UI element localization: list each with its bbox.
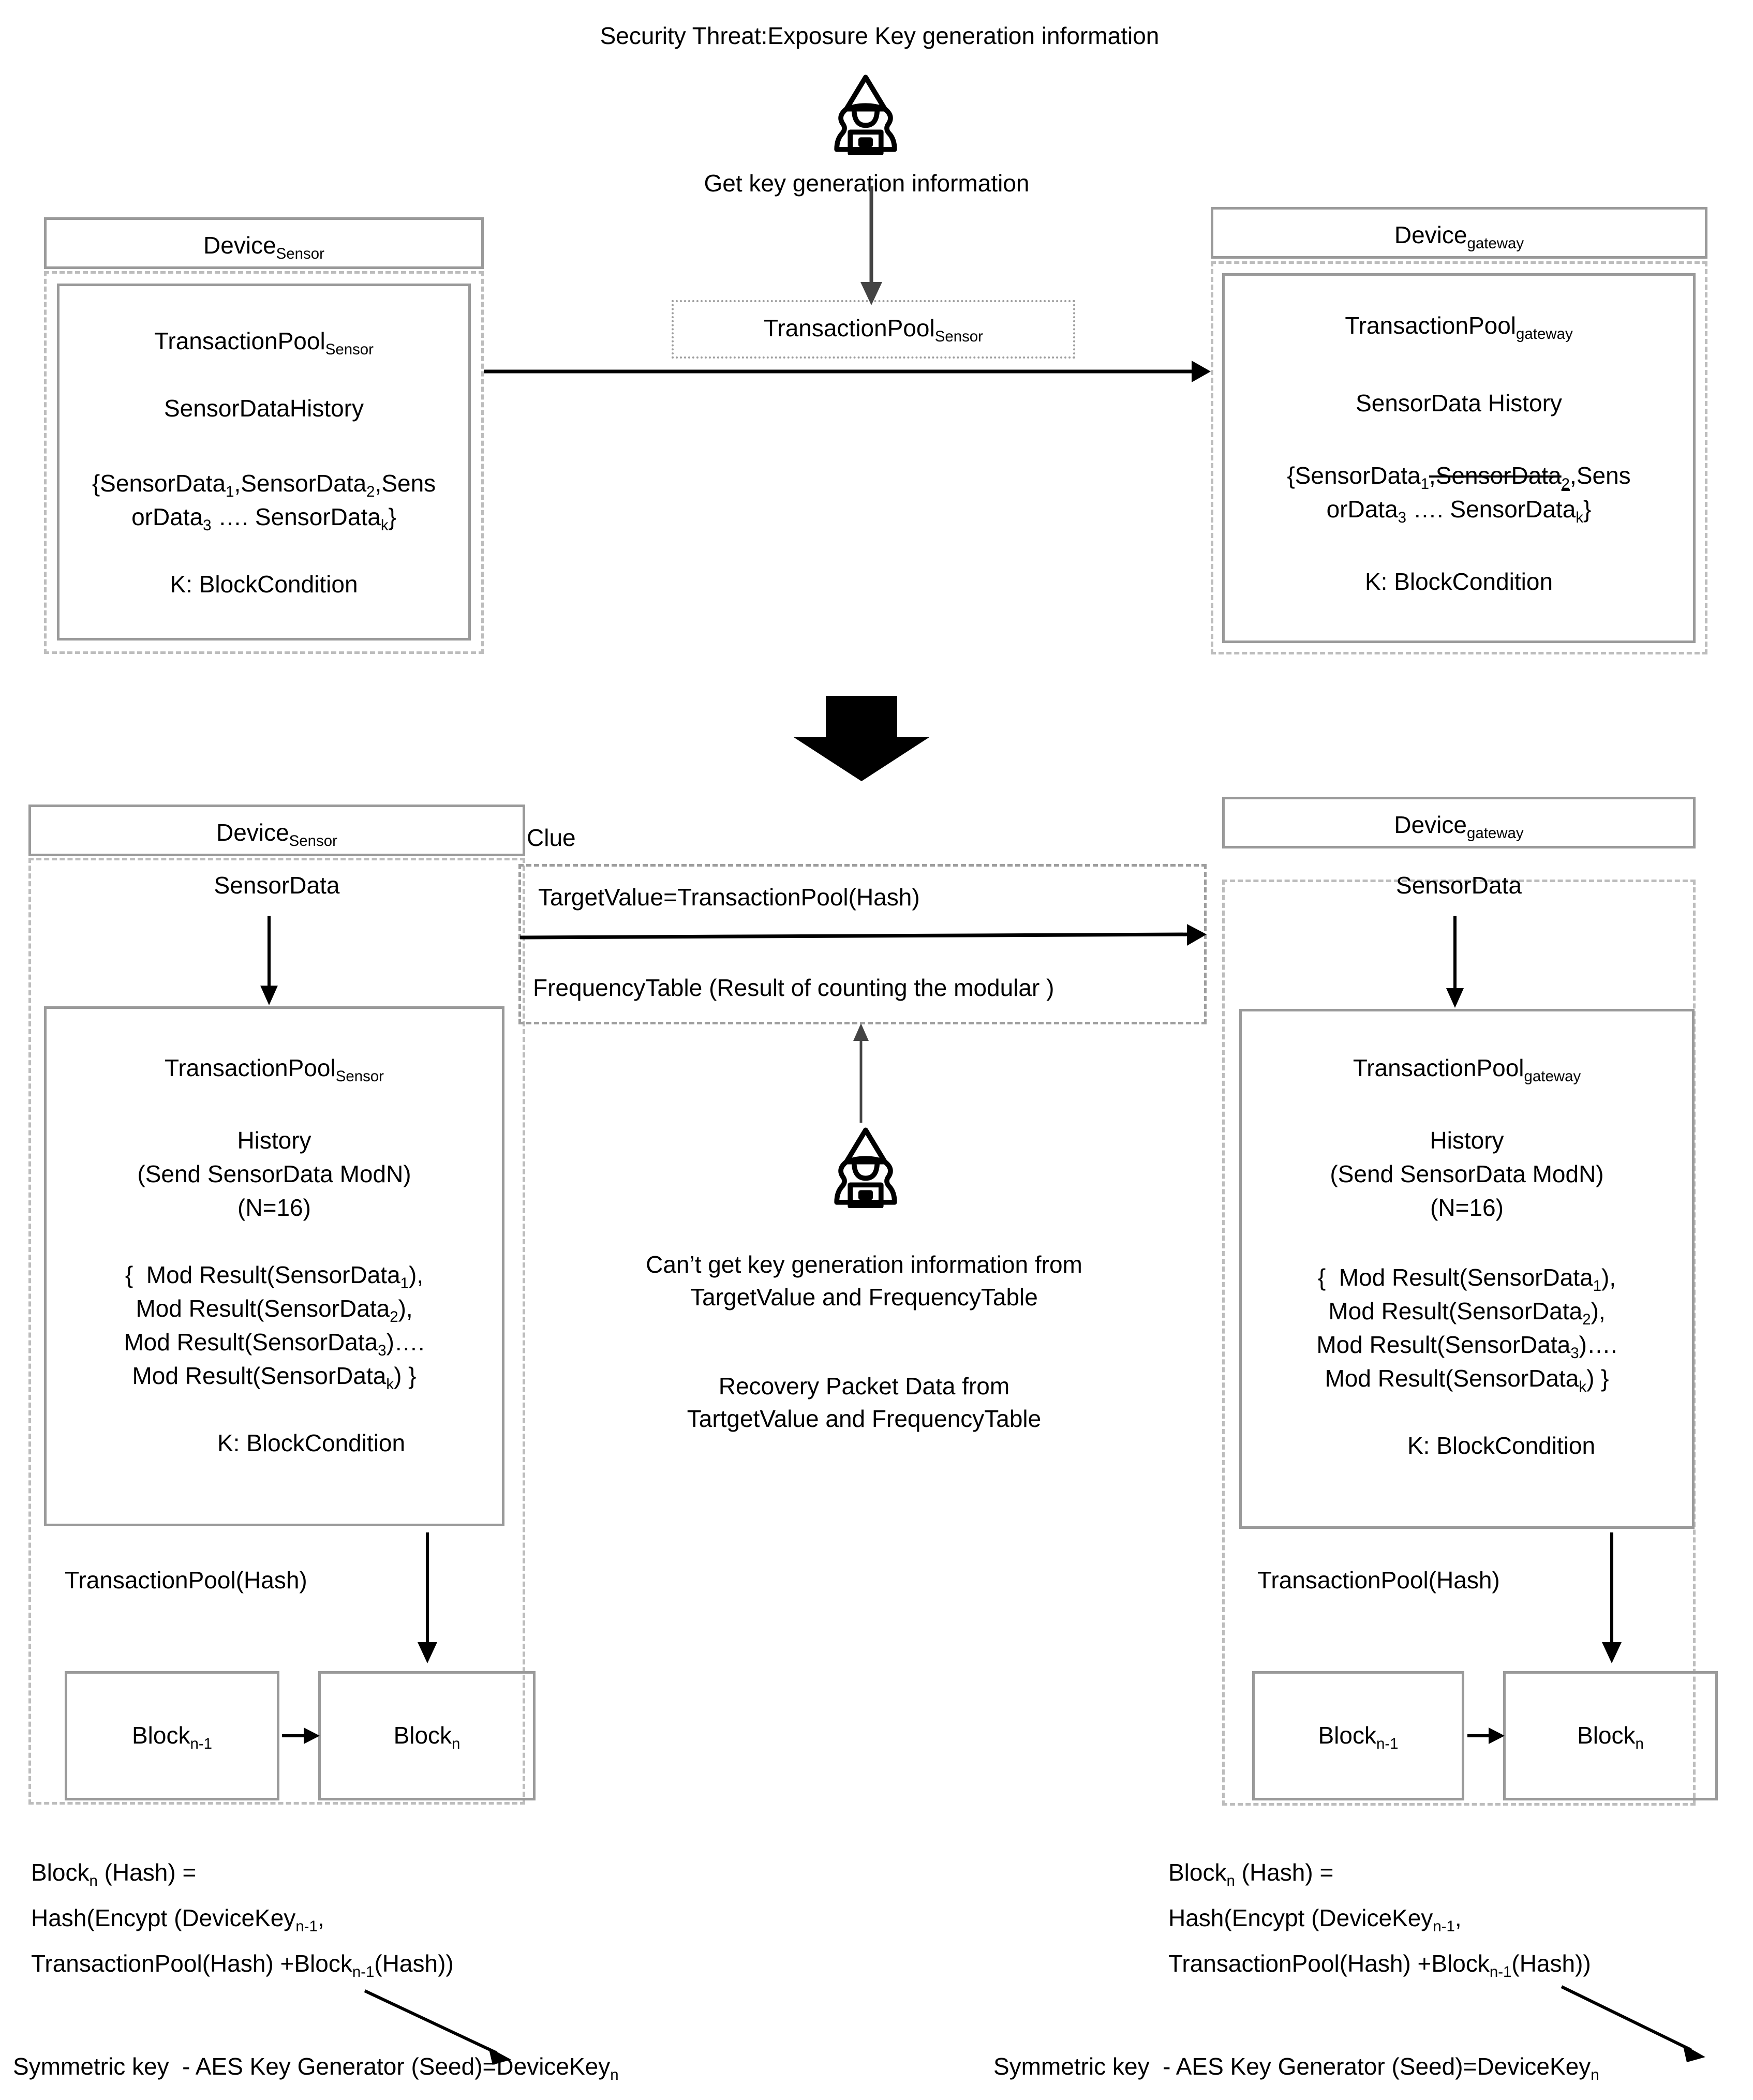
sensordata-set-line2-top-right: orData3 …. SensorDatak} bbox=[1326, 496, 1592, 526]
sensordata-history-label-top: SensorData History bbox=[1356, 390, 1562, 416]
transactionpool-gateway-box-bottom bbox=[1239, 1009, 1695, 1529]
history-label-right: History bbox=[1430, 1127, 1504, 1154]
formula-right-line2: Hash(Encypt (DeviceKeyn-1, bbox=[1168, 1904, 1462, 1935]
formula-right-line1: Blockn (Hash) = bbox=[1168, 1859, 1334, 1889]
transactionpool-gateway-label-bottom: TransactionPoolgateway bbox=[1353, 1054, 1581, 1085]
device-sensor-header-box-bottom bbox=[28, 805, 525, 856]
blockcondition-label-top-right: K: BlockCondition bbox=[1364, 568, 1553, 595]
block-prev-label-right: Blockn-1 bbox=[1318, 1722, 1399, 1752]
attacker-cannot-get-line2: TargetValue and FrequencyTable bbox=[690, 1284, 1038, 1310]
transactionpool-hash-label-left: TransactionPool(Hash) bbox=[65, 1567, 307, 1593]
hacker-hooded-laptop-icon-bottom bbox=[816, 1125, 915, 1209]
mod-result-line-2-right: Mod Result(SensorData2), bbox=[1328, 1298, 1606, 1328]
transactionpool-sensor-box-top bbox=[57, 284, 471, 641]
mod-result-line-1-right: { Mod Result(SensorData1), bbox=[1317, 1264, 1616, 1294]
block-prev-box-left bbox=[65, 1671, 279, 1800]
arrow-attacker-to-clue bbox=[853, 1023, 869, 1123]
hacker-hooded-laptop-icon bbox=[816, 72, 915, 156]
mod-result-line-1-left: { Mod Result(SensorData1), bbox=[125, 1261, 424, 1292]
struck-sensordata2: ,SensorData2 bbox=[1429, 462, 1570, 493]
mod-result-line-4-right: Mod Result(SensorDatak) } bbox=[1325, 1365, 1609, 1395]
device-sensor-body-dashed-top bbox=[44, 271, 484, 654]
blockcondition-label-bottom-right: K: BlockCondition bbox=[1407, 1432, 1596, 1459]
symmetric-key-left: Symmetric key - AES Key Generator (Seed)… bbox=[13, 2053, 619, 2083]
device-sensor-header-box-top bbox=[44, 217, 484, 269]
device-sensor-header-label-top: DeviceSensor bbox=[203, 232, 324, 262]
device-gateway-header-box-bottom bbox=[1222, 797, 1696, 848]
transactionpool-gateway-box-top bbox=[1222, 273, 1696, 643]
formula-right-line3: TransactionPool(Hash) +Blockn-1(Hash)) bbox=[1168, 1950, 1591, 1980]
sensordata-set-line1-top-right: {SensorData1,SensorData2,Sens bbox=[1287, 462, 1631, 493]
transactionpool-hash-label-right: TransactionPool(Hash) bbox=[1257, 1567, 1500, 1593]
device-gateway-header-box-top bbox=[1211, 207, 1707, 259]
clue-frequencytable-text: FrequencyTable (Result of counting the m… bbox=[533, 974, 1054, 1001]
symmetric-key-right: Symmetric key - AES Key Generator (Seed)… bbox=[993, 2053, 1599, 2083]
sensordatahistory-label-top: SensorDataHistory bbox=[164, 395, 364, 422]
device-gateway-header-label-top: Devicegateway bbox=[1394, 221, 1524, 252]
transactionpool-sensor-box-bottom bbox=[44, 1006, 504, 1526]
transactionpool-gateway-label-top: TransactionPoolgateway bbox=[1345, 312, 1573, 342]
attacker-top-caption: Get key generation information bbox=[704, 170, 1030, 197]
device-sensor-header-label-bottom: DeviceSensor bbox=[216, 819, 337, 850]
formula-left-line2: Hash(Encypt (DeviceKeyn-1, bbox=[31, 1904, 324, 1935]
recovery-packet-line1: Recovery Packet Data from bbox=[718, 1373, 1010, 1399]
history-modn-label-right: (Send SensorData ModN) bbox=[1330, 1160, 1604, 1187]
history-modn-label-left: (Send SensorData ModN) bbox=[137, 1160, 411, 1187]
history-n-label-left: (N=16) bbox=[237, 1194, 311, 1221]
block-prev-box-right bbox=[1252, 1671, 1464, 1800]
page-title: Security Threat:Exposure Key generation … bbox=[600, 22, 1160, 49]
arrow-sensor-to-gateway-top bbox=[484, 361, 1211, 382]
sensordata-input-label-left: SensorData bbox=[214, 872, 340, 899]
block-cur-label-right: Blockn bbox=[1577, 1722, 1644, 1752]
big-down-arrow bbox=[794, 696, 929, 781]
transactionpool-sensor-label-bottom: TransactionPoolSensor bbox=[165, 1054, 384, 1085]
clue-label: Clue bbox=[527, 824, 576, 851]
sensordata-input-label-right: SensorData bbox=[1396, 872, 1522, 899]
transactionpool-sensor-label-top: TransactionPoolSensor bbox=[154, 327, 374, 358]
device-gateway-header-label-bottom: Devicegateway bbox=[1394, 811, 1524, 842]
mod-result-line-3-left: Mod Result(SensorData3)…. bbox=[124, 1329, 425, 1359]
transit-transactionpool-label: TransactionPoolSensor bbox=[764, 315, 983, 345]
clue-targetvalue-text: TargetValue=TransactionPool(Hash) bbox=[538, 884, 920, 911]
arrow-attacker-to-transit-pool bbox=[860, 186, 882, 305]
block-cur-label-left: Blockn bbox=[393, 1722, 460, 1752]
formula-left-line1: Blockn (Hash) = bbox=[31, 1859, 197, 1889]
mod-result-line-3-right: Mod Result(SensorData3)…. bbox=[1316, 1331, 1617, 1362]
recovery-packet-line2: TartgetValue and FrequencyTable bbox=[687, 1405, 1042, 1432]
blockcondition-label-bottom-left: K: BlockCondition bbox=[217, 1429, 406, 1456]
sensordata-set-line2-top-left: orData3 …. SensorDatak} bbox=[131, 503, 396, 534]
device-sensor-body-dashed-bottom bbox=[28, 858, 525, 1805]
blockcondition-label-top-left: K: BlockCondition bbox=[170, 571, 358, 598]
history-label-left: History bbox=[237, 1127, 311, 1154]
sensordata-set-line1-top-left: {SensorData1,SensorData2,Sens bbox=[92, 470, 436, 500]
mod-result-line-2-left: Mod Result(SensorData2), bbox=[136, 1295, 413, 1325]
history-n-label-right: (N=16) bbox=[1430, 1194, 1504, 1221]
mod-result-line-4-left: Mod Result(SensorDatak) } bbox=[132, 1362, 417, 1393]
formula-left-line3: TransactionPool(Hash) +Blockn-1(Hash)) bbox=[31, 1950, 454, 1980]
block-prev-label-left: Blockn-1 bbox=[131, 1722, 213, 1752]
attacker-cannot-get-line1: Can’t get key generation information fro… bbox=[646, 1251, 1082, 1278]
device-gateway-body-dashed-top bbox=[1211, 261, 1707, 654]
